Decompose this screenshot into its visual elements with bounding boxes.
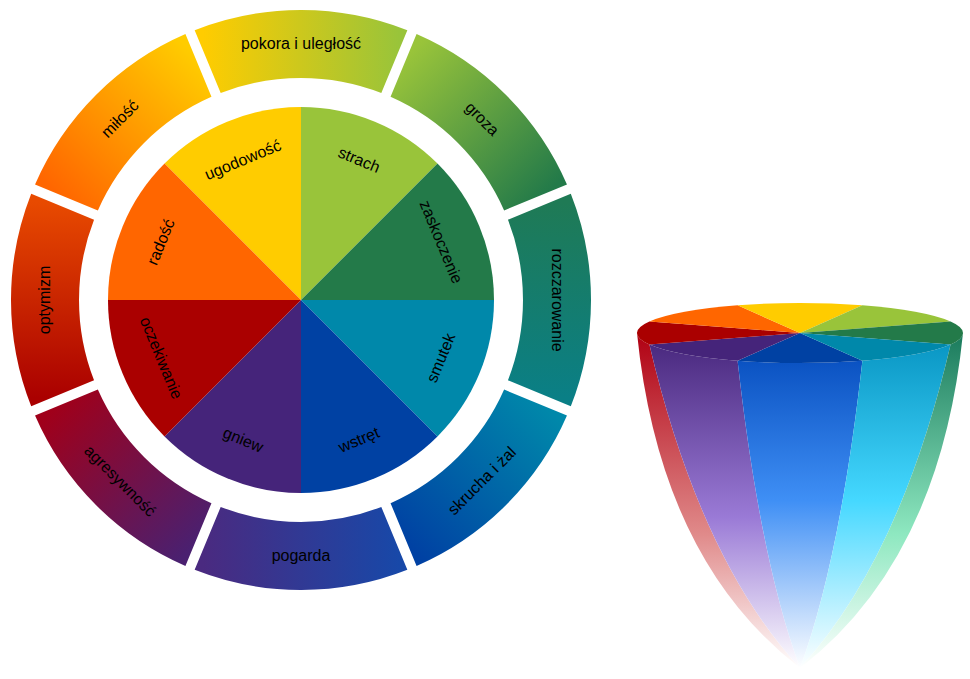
segment-shape	[11, 10, 591, 590]
dyad-label: miłość	[98, 97, 143, 142]
emotion-sector: smutek	[11, 10, 591, 590]
emotion-sector: radość	[11, 10, 591, 590]
sector-shape	[11, 10, 591, 590]
emotion-label: radość	[143, 216, 178, 267]
dyad-segment: rozczarowanie	[11, 10, 591, 590]
dyad-label: groza	[462, 99, 503, 140]
emotion-sector: gniew	[11, 10, 591, 590]
dyad-label: skrucha i żal	[444, 443, 519, 518]
emotion-sector: oczekiwanie	[11, 10, 591, 590]
emotion-label: oczekiwanie	[136, 315, 186, 402]
dyad-label: agresywność	[81, 442, 159, 520]
dyad-segment: groza	[11, 10, 591, 590]
emotion-sector: wstręt	[11, 10, 591, 590]
segment-shape	[11, 10, 591, 590]
sector-shape	[11, 10, 591, 590]
emotion-sector: ugodowość	[11, 10, 591, 590]
dyad-segment: agresywność	[11, 10, 591, 590]
segment-shape	[11, 10, 591, 590]
dyad-segment: skrucha i żal	[11, 10, 591, 590]
segment-shape	[11, 10, 591, 590]
sector-shape	[11, 10, 591, 590]
dyad-label: pokora i uległość	[241, 35, 361, 53]
emotion-label: wstręt	[336, 424, 382, 457]
segment-shape	[11, 10, 591, 590]
sector-shape	[11, 10, 591, 590]
segment-shape	[11, 10, 591, 590]
emotion-label: smutek	[423, 331, 459, 385]
dyad-segment: miłość	[11, 10, 591, 590]
sector-shape	[11, 10, 591, 590]
dyad-label: rozczarowanie	[548, 248, 566, 351]
dyad-segment: pogarda	[11, 10, 591, 590]
emotion-label: zaskoczenie	[416, 198, 466, 286]
emotion-sector: strach	[11, 10, 591, 590]
sector-shape	[11, 10, 591, 590]
segment-shape	[11, 10, 591, 590]
emotion-label: ugodowość	[202, 136, 284, 183]
dyad-segment: optymizm	[11, 10, 591, 590]
dyad-segment: pokora i uległość	[11, 10, 591, 590]
emotion-sector: zaskoczenie	[11, 10, 591, 590]
segment-shape	[11, 10, 591, 590]
emotion-label: gniew	[220, 424, 265, 456]
sector-shape	[11, 10, 591, 590]
emotion-label: strach	[336, 143, 383, 176]
dyad-label: pogarda	[272, 547, 331, 565]
dyad-label: optymizm	[36, 266, 54, 334]
sector-shape	[11, 10, 591, 590]
